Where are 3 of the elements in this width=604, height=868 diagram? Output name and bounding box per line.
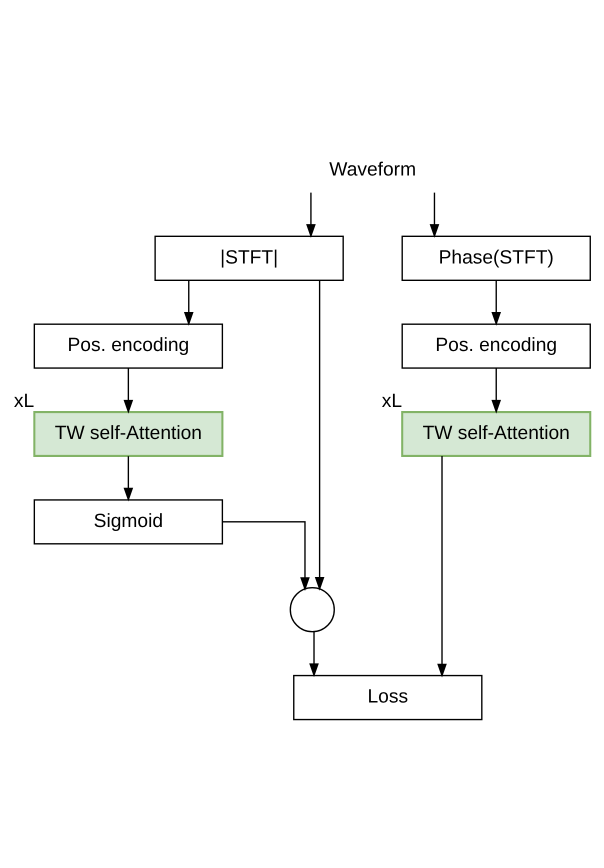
node-label: xL — [382, 390, 402, 412]
node-text: Waveform — [329, 160, 416, 181]
node-label: xL — [14, 390, 34, 412]
